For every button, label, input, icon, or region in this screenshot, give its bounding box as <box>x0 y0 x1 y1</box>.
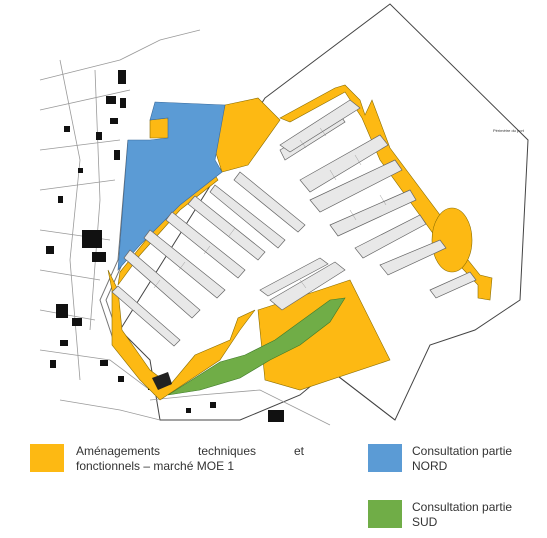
legend-swatch-blue <box>368 444 402 472</box>
legend-sud: Consultation partie SUD <box>368 500 532 530</box>
legend-text-amenagements: Aménagements techniques et fonctionnels … <box>76 444 304 474</box>
legend-line1: Consultation partie <box>412 444 513 458</box>
legend-word: Aménagements <box>76 444 161 458</box>
legend-nord: Consultation partie NORD <box>368 444 532 474</box>
dark-block <box>152 372 172 390</box>
zone-nord <box>117 101 226 271</box>
legend-line1: Aménagements techniques et <box>76 444 304 459</box>
legend-swatch-green <box>368 500 402 528</box>
legend-line2: NORD <box>412 459 448 473</box>
pontoons <box>111 99 477 347</box>
perimeter-label: Périmètre du port <box>493 128 525 133</box>
legend-word: et <box>293 444 304 458</box>
port-map: Périmètre du port <box>39 3 529 426</box>
legend-line1: Consultation partie <box>412 500 513 514</box>
zone-amenagements <box>107 84 493 401</box>
legend-line2: fonctionnels – marché MOE 1 <box>76 459 235 473</box>
legend-line2: SUD <box>412 515 438 529</box>
harbour-line <box>329 369 396 421</box>
legend-text-nord: Consultation partie NORD <box>412 444 532 474</box>
legend-swatch-yellow <box>30 444 64 472</box>
legend-word: techniques <box>197 444 257 458</box>
pontoon-hatching <box>153 127 387 289</box>
legend-amenagements: Aménagements techniques et fonctionnels … <box>30 444 306 474</box>
legend-text-sud: Consultation partie SUD <box>412 500 532 530</box>
zone-sud <box>167 297 346 396</box>
